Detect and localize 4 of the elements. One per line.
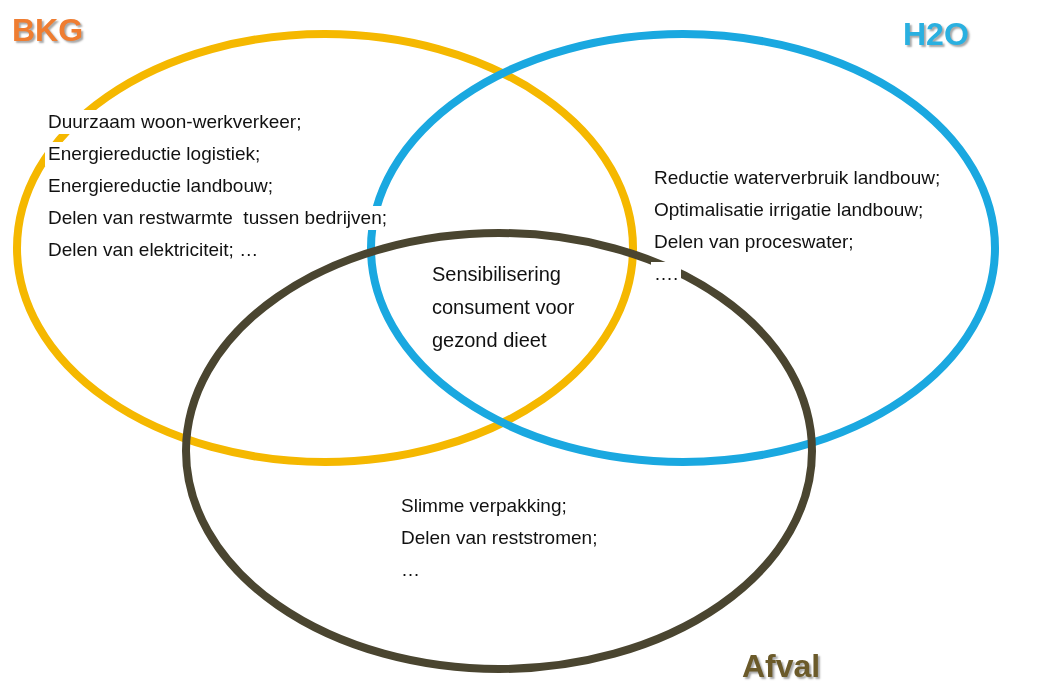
set-heading: BKG xyxy=(12,12,84,48)
overlap-text: Sensibilisering consument voor gezond dieet xyxy=(432,262,576,353)
set-heading: H2O xyxy=(903,16,969,52)
set-heading: Afval xyxy=(742,648,821,684)
